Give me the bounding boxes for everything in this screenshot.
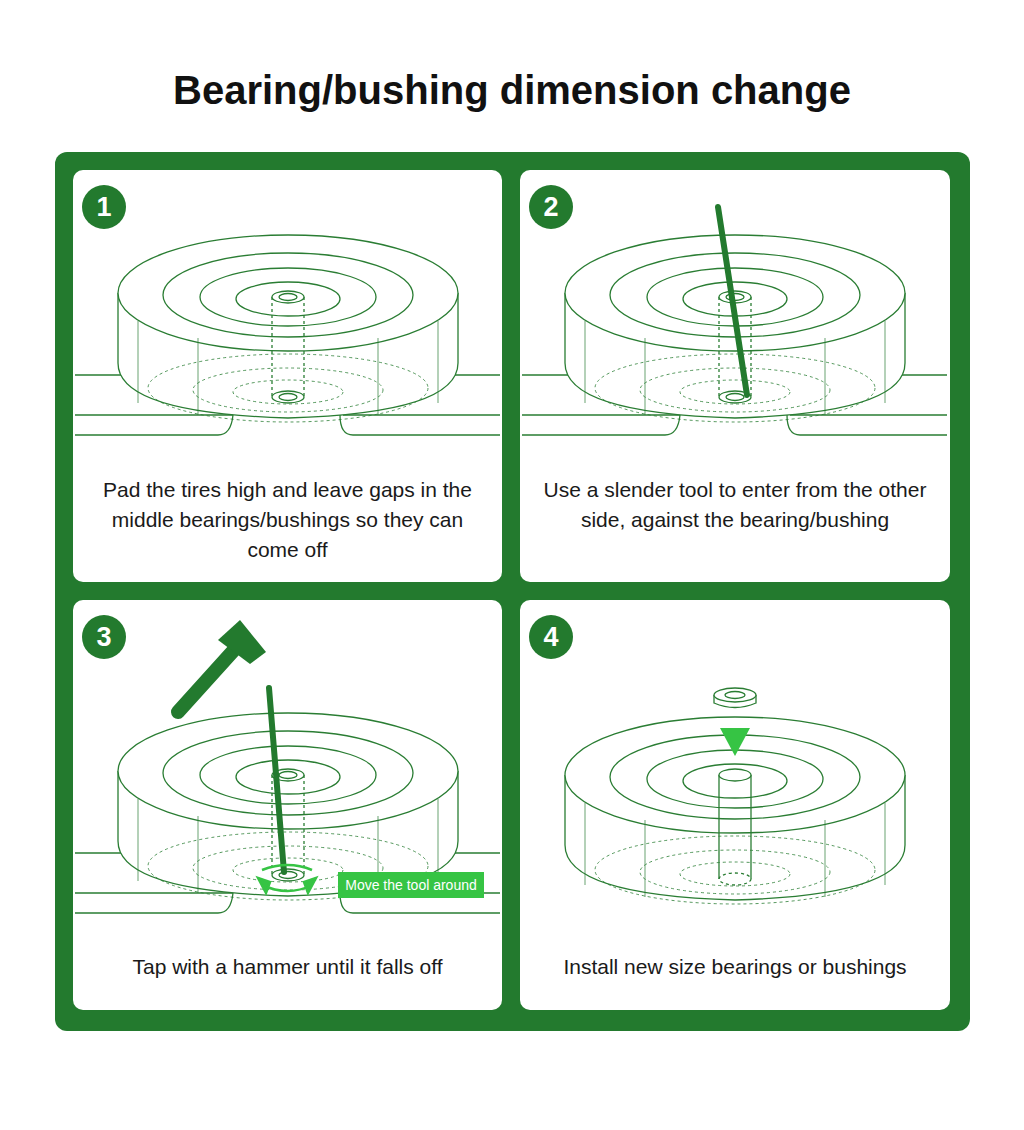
step-panel: Use a slender tool to enter from the oth…: [520, 170, 950, 582]
title: Bearing/bushing dimension change: [0, 68, 1024, 113]
hammer: [178, 620, 266, 712]
step-number: 4: [543, 622, 558, 653]
down-arrow: [720, 728, 750, 756]
step-number-circle: 2: [529, 185, 573, 229]
step-number-circle: 4: [529, 615, 573, 659]
step-caption: Tap with a hammer until it falls off: [93, 952, 482, 982]
note-tag: Move the tool around: [338, 872, 484, 898]
step-panel: Pad the tires high and leave gaps in the…: [73, 170, 502, 582]
slender-tool: [269, 688, 284, 872]
step-number: 1: [96, 192, 111, 223]
slender-tool: [718, 207, 747, 395]
step-number-circle: 1: [82, 185, 126, 229]
step-caption: Pad the tires high and leave gaps in the…: [93, 475, 482, 565]
note-text: Move the tool around: [345, 877, 477, 893]
step-caption: Use a slender tool to enter from the oth…: [540, 475, 930, 535]
step-panel: Tap with a hammer until it falls off 3Mov…: [73, 600, 502, 1010]
wheel: [522, 235, 947, 435]
wheel: [75, 713, 500, 913]
step-number: 3: [96, 622, 111, 653]
step-panel: Install new size bearings or bushings 4: [520, 600, 950, 1010]
step-caption: Install new size bearings or bushings: [540, 952, 930, 982]
wheel: [565, 717, 905, 904]
wheel: [75, 235, 500, 435]
step-number-circle: 3: [82, 615, 126, 659]
rotate-arrows: [258, 865, 316, 893]
new-bearing: [714, 688, 756, 708]
step-number: 2: [543, 192, 558, 223]
